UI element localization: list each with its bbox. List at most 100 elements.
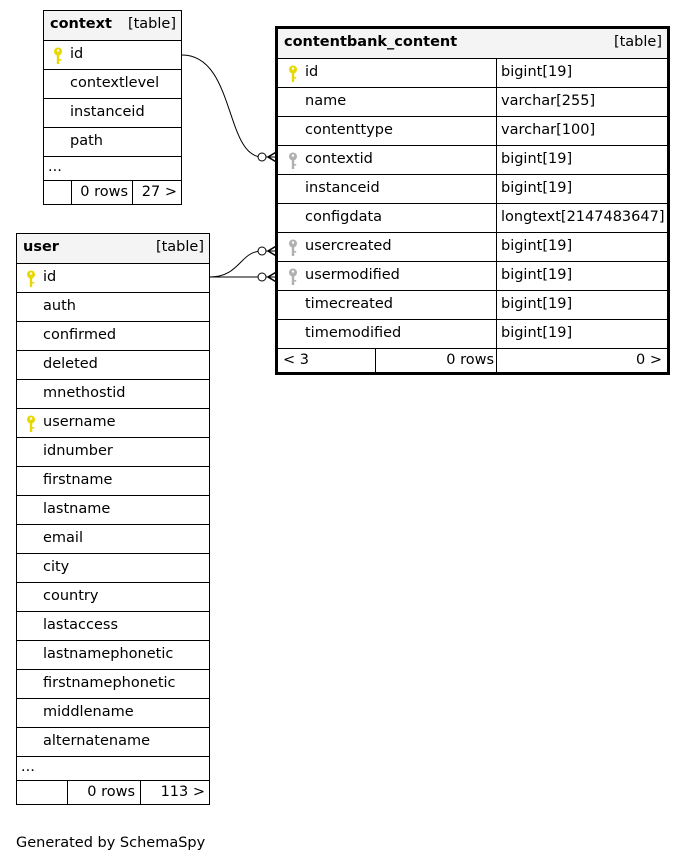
column-name: firstnamephonetic: [43, 675, 176, 691]
edge-user-usermodified-crowfoot: [266, 270, 279, 284]
column-row[interactable]: firstnamephonetic: [17, 669, 209, 698]
column-row[interactable]: name varchar[255]: [278, 87, 667, 116]
foreign-key-icon: [289, 152, 297, 169]
primary-key-icon: [27, 415, 35, 432]
column-row[interactable]: lastnamephonetic: [17, 640, 209, 669]
column-row[interactable]: usercreated bigint[19]: [278, 232, 667, 261]
column-name: timemodified: [305, 325, 402, 341]
table-type: [table]: [155, 239, 204, 255]
primary-key-icon: [54, 47, 62, 64]
column-name: lastname: [43, 501, 111, 517]
column-row[interactable]: middlename: [17, 698, 209, 727]
column-row[interactable]: instanceid: [44, 98, 181, 127]
edge-user-usercreated-crowfoot: [266, 244, 279, 258]
column-name: instanceid: [305, 180, 380, 196]
column-row[interactable]: lastname: [17, 495, 209, 524]
table-footer: 0 rows 27 >: [44, 180, 181, 204]
column-type: varchar[100]: [501, 122, 596, 138]
column-type: bigint[19]: [501, 238, 573, 254]
column-name: firstname: [43, 472, 113, 488]
column-row[interactable]: auth: [17, 292, 209, 321]
column-row[interactable]: instanceid bigint[19]: [278, 174, 667, 203]
column-name: mnethostid: [43, 385, 126, 401]
column-row[interactable]: firstname: [17, 466, 209, 495]
edge-user-usermodified-optional-marker: [257, 272, 267, 282]
column-name: contextid: [305, 151, 373, 167]
children-count[interactable]: 113 >: [160, 784, 205, 800]
edge-context-contextid-optional-marker: [257, 152, 267, 162]
column-name: instanceid: [70, 104, 145, 120]
column-name: id: [305, 64, 319, 80]
column-row[interactable]: path: [44, 127, 181, 156]
column-name: name: [305, 93, 347, 109]
edge-user-usercreated: [209, 250, 278, 278]
column-name: country: [43, 588, 99, 604]
column-row[interactable]: idnumber: [17, 437, 209, 466]
primary-key-icon: [27, 270, 35, 287]
column-name: middlename: [43, 704, 134, 720]
children-count[interactable]: 0 >: [636, 352, 662, 368]
column-row[interactable]: lastaccess: [17, 611, 209, 640]
column-type: bigint[19]: [501, 180, 573, 196]
column-row[interactable]: deleted: [17, 350, 209, 379]
column-name: id: [43, 269, 57, 285]
column-name: contextlevel: [70, 75, 160, 91]
column-type: bigint[19]: [501, 296, 573, 312]
parents-count[interactable]: < 3: [283, 352, 309, 368]
column-name: configdata: [305, 209, 383, 225]
table-name: context: [50, 16, 112, 32]
table-header: contentbank_content [table]: [278, 29, 667, 58]
more-columns-ellipsis: ...: [44, 156, 181, 180]
row-count: 0 rows: [80, 184, 128, 200]
column-name: usercreated: [305, 238, 392, 254]
edge-context-contextid: [181, 54, 278, 158]
foreign-key-icon: [289, 268, 297, 285]
column-row[interactable]: alternatename: [17, 727, 209, 756]
generated-by-footer: Generated by SchemaSpy: [16, 835, 206, 851]
column-row[interactable]: confirmed: [17, 321, 209, 350]
column-name: path: [70, 133, 103, 149]
table-contentbank-content[interactable]: contentbank_content [table] id bigint[19]…: [275, 26, 670, 375]
table-header: context [table]: [44, 11, 181, 40]
column-name: id: [70, 46, 84, 62]
column-type: bigint[19]: [501, 64, 573, 80]
column-name: email: [43, 530, 83, 546]
column-name: alternatename: [43, 733, 151, 749]
column-name: city: [43, 559, 70, 575]
edge-context-contextid-crowfoot: [266, 150, 279, 164]
column-name: username: [43, 414, 116, 430]
column-row[interactable]: email: [17, 524, 209, 553]
column-row[interactable]: country: [17, 582, 209, 611]
column-row[interactable]: contextlevel: [44, 69, 181, 98]
table-context[interactable]: context [table] id contextlevel instanceid…: [43, 10, 182, 205]
table-footer: < 3 0 rows 0 >: [278, 348, 667, 372]
table-footer: 0 rows 113 >: [17, 780, 209, 804]
column-row[interactable]: mnethostid: [17, 379, 209, 408]
column-name: lastaccess: [43, 617, 119, 633]
table-header: user [table]: [17, 234, 209, 263]
column-row[interactable]: id bigint[19]: [278, 58, 667, 87]
foreign-key-icon: [289, 239, 297, 256]
edge-user-usercreated-optional-marker: [257, 246, 267, 256]
table-name: contentbank_content: [284, 34, 458, 50]
column-row[interactable]: city: [17, 553, 209, 582]
column-row[interactable]: id: [44, 40, 181, 69]
column-type: varchar[255]: [501, 93, 596, 109]
column-name: idnumber: [43, 443, 113, 459]
column-name: lastnamephonetic: [43, 646, 174, 662]
column-row[interactable]: id: [17, 263, 209, 292]
table-name: user: [23, 239, 59, 255]
table-type: [table]: [613, 34, 662, 50]
column-row[interactable]: username: [17, 408, 209, 437]
children-count[interactable]: 27 >: [141, 184, 177, 200]
column-name: auth: [43, 298, 76, 314]
more-columns-ellipsis: ...: [17, 756, 209, 780]
